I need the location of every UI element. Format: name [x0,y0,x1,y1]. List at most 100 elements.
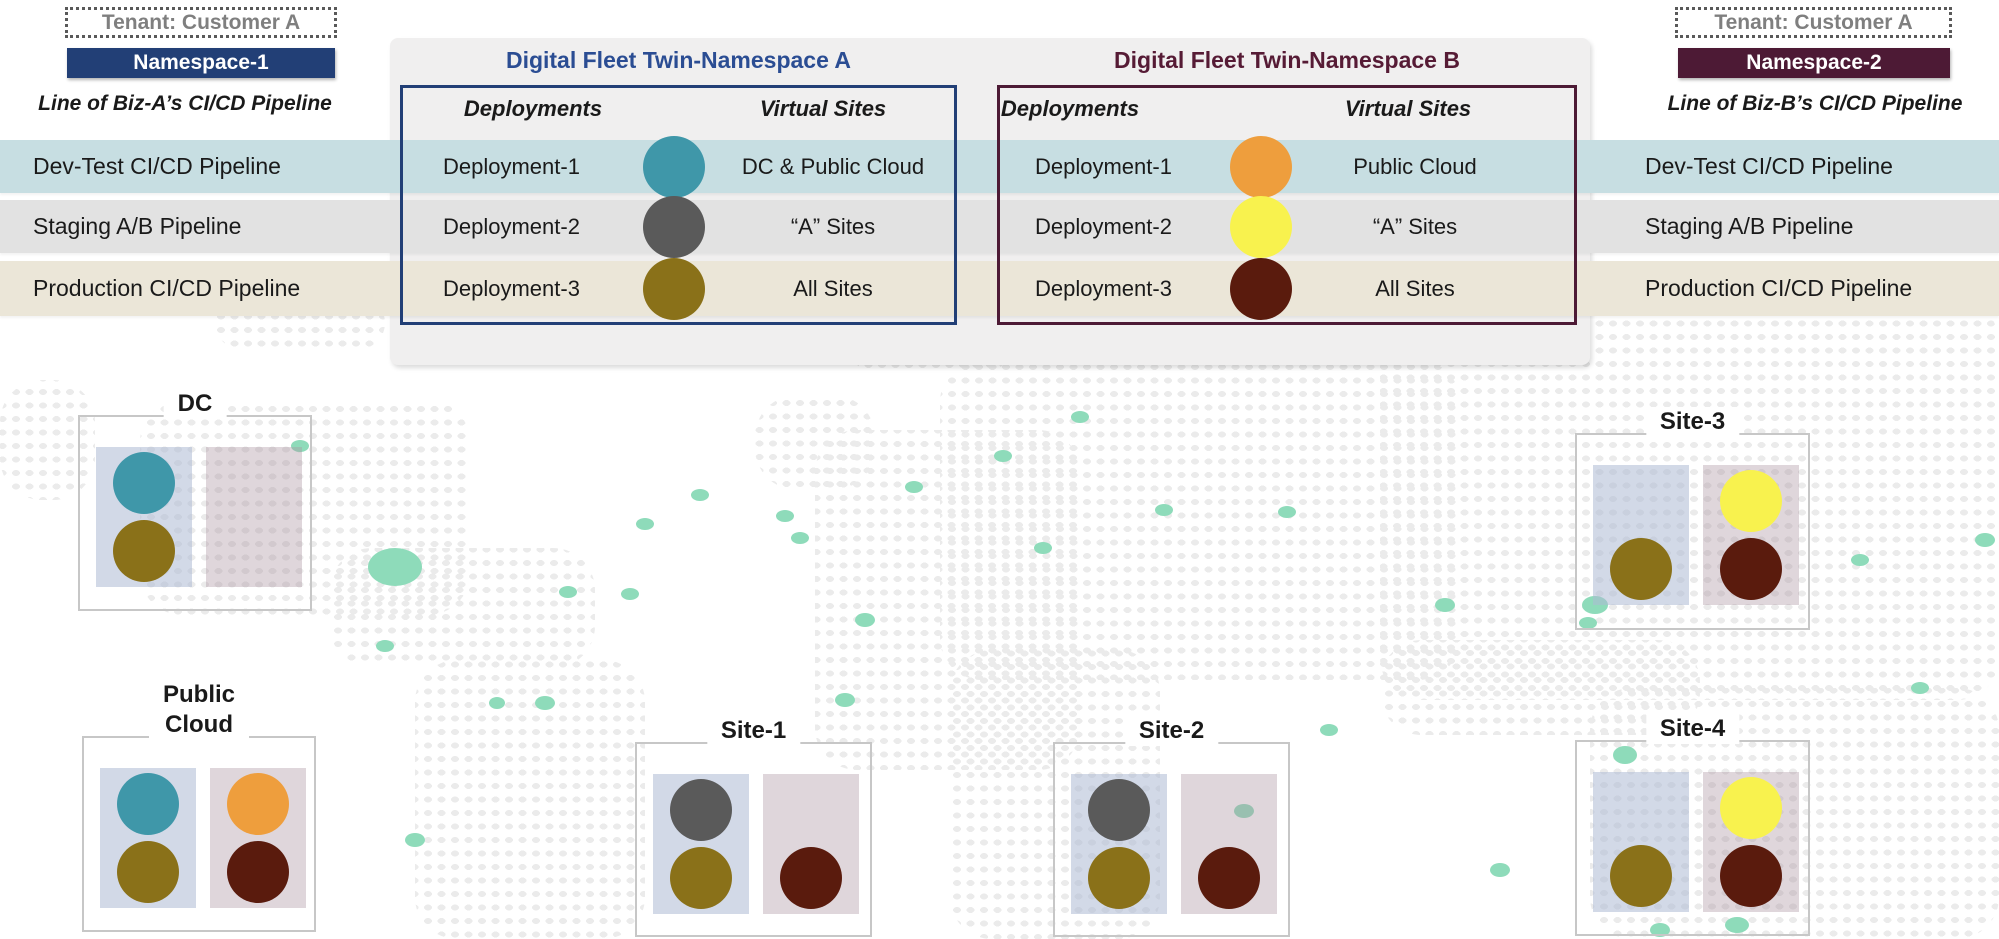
site-label: Site-1 [706,716,801,746]
deployment-3-circle [643,257,705,320]
map-accent-dot [376,640,394,652]
map-accent-dot [1320,724,1338,736]
map-accent-dot [1234,804,1254,818]
namespace-1-bar: Namespace-1 [67,48,335,78]
deployment-2-circle [643,195,705,258]
map-accent-dot [535,696,555,710]
deployment-1-circle [643,135,705,198]
deployed-instance-yellow [1720,777,1782,839]
map-accent-dot [691,489,709,501]
deployed-instance-maroon [1720,538,1782,600]
site-rect-mauve [763,774,859,914]
map-accent-dot [1490,863,1510,877]
site-rect-mauve [210,768,306,908]
site-rect-mauve [1703,465,1799,605]
site-rect-blue [1071,774,1167,914]
deployment-label: Deployment-1 [1035,154,1172,179]
namespace-2-bar: Namespace-2 [1678,48,1950,78]
pipeline-label-left: Staging A/B Pipeline [33,213,242,239]
virtual-sites-header: Virtual Sites [1344,96,1472,121]
map-accent-dot [1851,554,1869,566]
map-accent-dot [905,481,923,493]
site-rect-blue [100,768,196,908]
pipeline-label-right: Dev-Test CI/CD Pipeline [1645,153,1893,179]
deployed-instance-teal [117,773,179,835]
site-site-4: Site-4 [1575,714,1810,936]
line-of-biz-b-label: Line of Biz-B’s CI/CD Pipeline [1667,92,1963,115]
tenant-box-right: Tenant: Customer A [1675,7,1952,38]
deployed-instance-olive [117,841,179,903]
deployed-instance-yellow [1720,470,1782,532]
site-site-3: Site-3 [1575,407,1810,630]
deployed-instance-gray [1088,779,1150,841]
site-site-1: Site-1 [635,716,872,937]
site-rect-mauve [1181,774,1277,914]
map-accent-dot [405,833,425,847]
deployed-instance-maroon [780,847,842,909]
pipeline-label-right: Staging A/B Pipeline [1645,213,1854,239]
map-accent-dot [1579,617,1597,629]
map-accent-dot [636,518,654,530]
virtual-sites-value: “A” Sites [790,214,876,239]
site-label: DC [163,389,227,419]
namespace-a-box [400,85,957,325]
pipeline-label-left: Dev-Test CI/CD Pipeline [33,153,281,179]
deployment-label: Deployment-2 [443,214,580,239]
site-rect-blue [1593,465,1689,605]
map-accent-dot [855,613,875,627]
site-dc: DC [78,389,312,611]
deployed-instance-orange [227,773,289,835]
deployed-instance-olive [670,847,732,909]
map-accent-dot [776,510,794,522]
deployment-label: Deployment-2 [1035,214,1172,239]
map-accent-dot [1155,504,1173,516]
namespace-a-title: Digital Fleet Twin-Namespace A [505,47,852,73]
map-accent-dot [489,697,505,709]
deployed-instance-maroon [1198,847,1260,909]
map-accent-dot [994,450,1012,462]
map-accent-dot [1975,533,1995,547]
site-rect-mauve [1703,772,1799,912]
deployed-instance-olive [1088,847,1150,909]
map-accent-dot [1071,411,1089,423]
map-accent-dot [1034,542,1052,554]
map-accent-dot [559,586,577,598]
map-accent-dot [1725,917,1749,933]
deployment-3-circle [1230,257,1292,320]
site-label: Site-2 [1124,716,1219,746]
namespace-b-box [997,85,1577,325]
virtual-sites-header: Virtual Sites [759,96,887,121]
virtual-sites-value: All Sites [1375,276,1455,301]
map-dots-patch [1380,300,1999,700]
site-rect-mauve [206,447,302,587]
namespace-b-title: Digital Fleet Twin-Namespace B [1114,47,1460,73]
deployed-instance-maroon [227,841,289,903]
virtual-sites-value: Public Cloud [1353,154,1477,179]
site-rect-blue [96,447,192,587]
map-accent-dot [291,440,309,452]
map-dots-patch [940,360,1460,680]
virtual-sites-value: All Sites [793,276,873,301]
site-rect-blue [1593,772,1689,912]
site-label: Site-4 [1645,714,1740,744]
map-dots-patch [415,660,645,939]
deployment-2-circle [1230,195,1292,258]
deployed-instance-olive [113,520,175,582]
deployment-label: Deployment-3 [1035,276,1172,301]
site-public-cloud: Public Cloud [82,680,316,932]
map-accent-dot [1435,598,1455,612]
deployed-instance-maroon [1720,845,1782,907]
map-accent-dot [1650,923,1670,937]
map-accent-dot [791,532,809,544]
line-of-biz-a-label: Line of Biz-A’s CI/CD Pipeline [38,92,332,115]
site-label: Site-3 [1645,407,1740,437]
map-accent-dot [621,588,639,600]
virtual-sites-value: “A” Sites [1372,214,1458,239]
deployed-instance-olive [1610,538,1672,600]
site-site-2: Site-2 [1053,716,1290,937]
map-accent-dot [368,548,422,586]
site-rect-blue [653,774,749,914]
deployments-header: Deployments [1000,96,1140,121]
